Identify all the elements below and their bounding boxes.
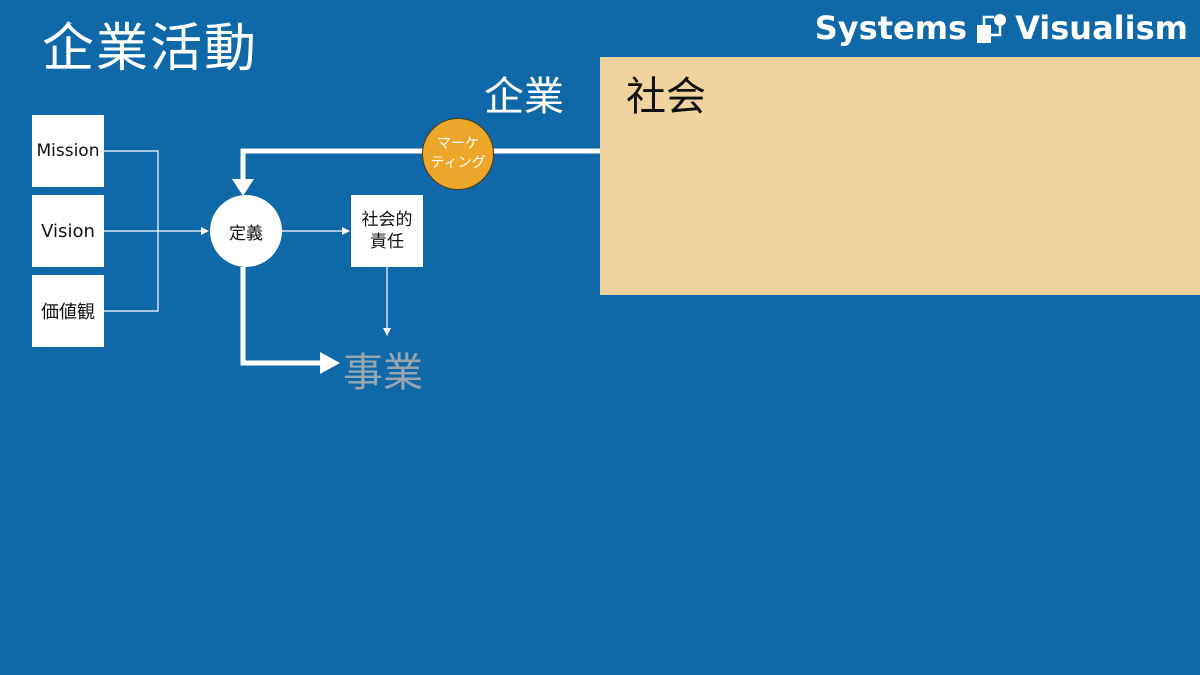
csr-node: 社会的 責任 (351, 195, 423, 267)
marketing-label-line2: ティング (430, 155, 486, 171)
vision-box: Vision (32, 195, 104, 267)
feedback-arrowhead (232, 179, 254, 196)
brand-logo-text: Systems Visualism (815, 6, 1188, 50)
business-label: 事業 (343, 350, 423, 396)
values-label: 価値観 (41, 302, 95, 323)
values-connector (104, 231, 159, 312)
systems-visualism-logo-icon (975, 11, 1007, 45)
society-region (600, 57, 1200, 295)
values-box: 価値観 (32, 275, 104, 347)
marketing-label-line1: マーケ (436, 136, 479, 152)
csr-label-line2: 責任 (370, 232, 404, 252)
brand-left-text: Systems (814, 9, 968, 47)
mission-box: Mission (32, 115, 104, 187)
page-title: 企業活動 (42, 19, 259, 79)
define-label: 定義 (229, 223, 263, 244)
marketing-node: マーケ ティング (422, 118, 494, 190)
define-node: 定義 (210, 195, 282, 267)
business-arrowhead (320, 352, 340, 374)
society-label: 社会 (626, 74, 706, 120)
brand-right-text: Visualism (1015, 9, 1188, 47)
mission-label: Mission (36, 141, 100, 161)
define-to-business-line (240, 267, 322, 366)
vision-label: Vision (41, 220, 95, 242)
csr-label-line1: 社会的 (361, 210, 413, 230)
mission-connector (104, 150, 159, 231)
enterprise-label: 企業 (484, 74, 564, 120)
